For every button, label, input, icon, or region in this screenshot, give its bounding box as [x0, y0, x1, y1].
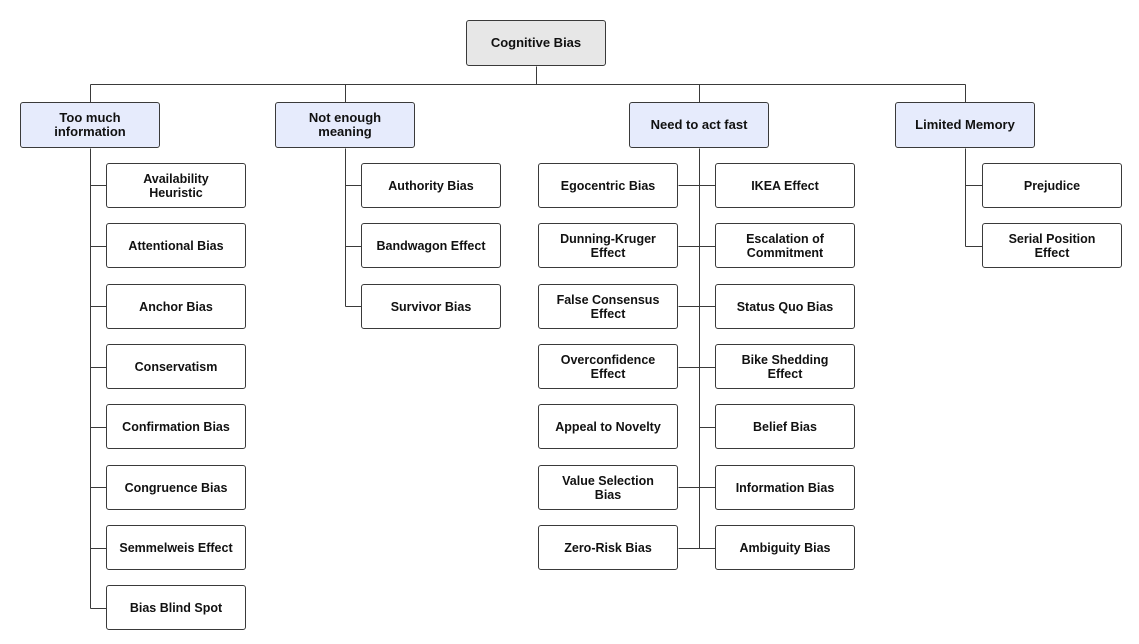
bias-node-escalation-of-commitment: Escalation of Commitment [715, 223, 855, 268]
category-label: Limited Memory [915, 117, 1015, 132]
bias-node-attentional-bias: Attentional Bias [106, 223, 246, 268]
category-too-much-information: Too much information [20, 102, 160, 148]
bias-node-value-selection-bias: Value Selection Bias [538, 465, 678, 510]
bias-node-egocentric-bias: Egocentric Bias [538, 163, 678, 208]
bias-node-belief-bias: Belief Bias [715, 404, 855, 449]
bias-node-zero-risk-bias: Zero-Risk Bias [538, 525, 678, 570]
bias-node-appeal-to-novelty: Appeal to Novelty [538, 404, 678, 449]
bias-node-survivor-bias: Survivor Bias [361, 284, 501, 329]
bias-node-ikea-effect: IKEA Effect [715, 163, 855, 208]
bias-node-conservatism: Conservatism [106, 344, 246, 389]
bias-node-ambiguity-bias: Ambiguity Bias [715, 525, 855, 570]
bias-node-congruence-bias: Congruence Bias [106, 465, 246, 510]
bias-node-confirmation-bias: Confirmation Bias [106, 404, 246, 449]
bias-node-authority-bias: Authority Bias [361, 163, 501, 208]
bias-node-information-bias: Information Bias [715, 465, 855, 510]
root-node: Cognitive Bias [466, 20, 606, 66]
root-label: Cognitive Bias [490, 35, 582, 50]
bias-node-bandwagon-effect: Bandwagon Effect [361, 223, 501, 268]
category-label: Not enough meaning [308, 110, 382, 139]
category-not-enough-meaning: Not enough meaning [275, 102, 415, 148]
bias-node-bias-blind-spot: Bias Blind Spot [106, 585, 246, 630]
bias-node-semmelweis-effect: Semmelweis Effect [106, 525, 246, 570]
category-need-to-act-fast: Need to act fast [629, 102, 769, 148]
bias-node-overconfidence-effect: Overconfidence Effect [538, 344, 678, 389]
bias-node-false-consensus-effect: False Consensus Effect [538, 284, 678, 329]
category-label: Need to act fast [650, 117, 748, 132]
category-limited-memory: Limited Memory [895, 102, 1035, 148]
bias-node-serial-position-effect: Serial Position Effect [982, 223, 1122, 268]
bias-node-dunning-kruger-effect: Dunning-Kruger Effect [538, 223, 678, 268]
bias-node-availability-heuristic: Availability Heuristic [106, 163, 246, 208]
category-label: Too much information [54, 110, 126, 139]
bias-node-anchor-bias: Anchor Bias [106, 284, 246, 329]
bias-node-status-quo-bias: Status Quo Bias [715, 284, 855, 329]
bias-node-prejudice: Prejudice [982, 163, 1122, 208]
bias-node-bike-shedding-effect: Bike Shedding Effect [715, 344, 855, 389]
